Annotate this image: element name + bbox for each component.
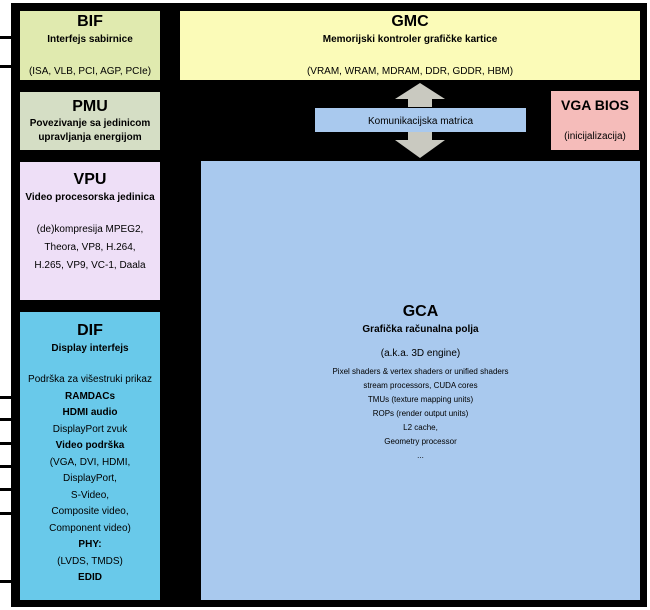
crossbar-block: Komunikacijska matrica: [315, 108, 526, 132]
arrow-up-icon: [395, 83, 445, 107]
dif-feature-line: Component video): [49, 522, 131, 534]
dif-feature-line: Video podrška: [55, 440, 125, 451]
gca-feature-list: Pixel shaders & vertex shaders or unifie…: [201, 365, 640, 463]
gca-feature-line: ROPs (render output units): [372, 409, 469, 418]
bif-subtitle: Interfejs sabirnice: [47, 34, 133, 45]
crossbar-label: Komunikacijska matrica: [367, 116, 474, 127]
display-pin: [0, 442, 11, 445]
bif-title: BIF: [77, 13, 103, 30]
arrow-down-icon: [395, 132, 445, 158]
vpu-subtitle: Video procesorska jedinica: [25, 192, 155, 203]
gca-feature-line: ...: [417, 451, 424, 460]
dif-subtitle: Display interfejs: [51, 343, 129, 354]
gca-aka: (a.k.a. 3D engine): [380, 348, 461, 359]
pmu-block: PMU Povezivanje sa jedinicom upravljanja…: [20, 92, 160, 150]
gca-block: GCA Grafička računalna polja (a.k.a. 3D …: [201, 161, 640, 600]
dif-feature-line: RAMDACs: [65, 390, 115, 402]
dif-feature-line: DisplayPort zvuk: [52, 423, 128, 435]
dif-feature-line: S-Video,: [70, 489, 110, 501]
dif-feature-line: PHY:: [78, 539, 102, 550]
gmc-title: GMC: [391, 13, 429, 30]
crossbar-arrow-graphic: [395, 83, 445, 158]
gca-feature-line: TMUs (texture mapping units): [367, 395, 474, 404]
pmu-subtitle: Povezivanje sa jedinicom upravljanja ene…: [29, 118, 151, 143]
dif-block: DIF Display interfejs Podrška za višestr…: [20, 312, 160, 600]
vgabios-title: VGA BIOS: [561, 97, 629, 113]
display-pin: [0, 512, 11, 515]
gca-title: GCA: [402, 303, 439, 320]
pmu-title: PMU: [72, 98, 108, 115]
display-pin: [0, 396, 11, 399]
vpu-title: VPU: [73, 171, 107, 188]
bif-detail: (ISA, VLB, PCI, AGP, PCIe): [28, 66, 152, 77]
display-pin: [0, 488, 11, 491]
gca-feature-line: stream processors, CUDA cores: [363, 381, 478, 390]
dif-feature-line: Podrška za višestruki prikaz: [28, 374, 152, 385]
display-pin-bottom: [0, 580, 11, 583]
gca-feature-line: L2 cache,: [403, 423, 438, 432]
display-pin: [0, 465, 11, 468]
gca-feature-line: Pixel shaders & vertex shaders or unifie…: [332, 367, 509, 376]
dif-feature-line: EDID: [78, 572, 102, 583]
dif-feature-line: (LVDS, TMDS): [57, 555, 123, 567]
display-pin: [0, 418, 11, 421]
dif-feature-line: Composite video,: [51, 506, 129, 517]
gmc-block: GMC Memorijski kontroler grafičke kartic…: [180, 11, 640, 80]
vgabios-block: VGA BIOS (inicijalizacija): [551, 91, 639, 150]
dif-feature-line: (VGA, DVI, HDMI,: [49, 456, 131, 468]
vpu-block: VPU Video procesorska jedinica (de)kompr…: [20, 162, 160, 300]
gmc-detail: (VRAM, WRAM, MDRAM, DDR, GDDR, HBM): [306, 66, 514, 77]
vgabios-detail: (inicijalizacija): [564, 131, 626, 142]
gmc-subtitle: Memorijski kontroler grafičke kartice: [322, 34, 498, 45]
gca-feature-line: Geometry processor: [384, 437, 457, 446]
gca-subtitle: Grafička računalna polja: [362, 324, 479, 335]
dif-feature-line: DisplayPort,: [63, 473, 117, 484]
bus-pin-top: [0, 36, 11, 39]
vpu-detail: (de)kompresija MPEG2, Theora, VP8, H.264…: [34, 224, 146, 271]
dif-feature-line: HDMI audio: [62, 407, 118, 418]
dif-title: DIF: [77, 322, 103, 339]
bus-pin: [0, 65, 11, 68]
bif-block: BIF Interfejs sabirnice (ISA, VLB, PCI, …: [20, 11, 160, 80]
